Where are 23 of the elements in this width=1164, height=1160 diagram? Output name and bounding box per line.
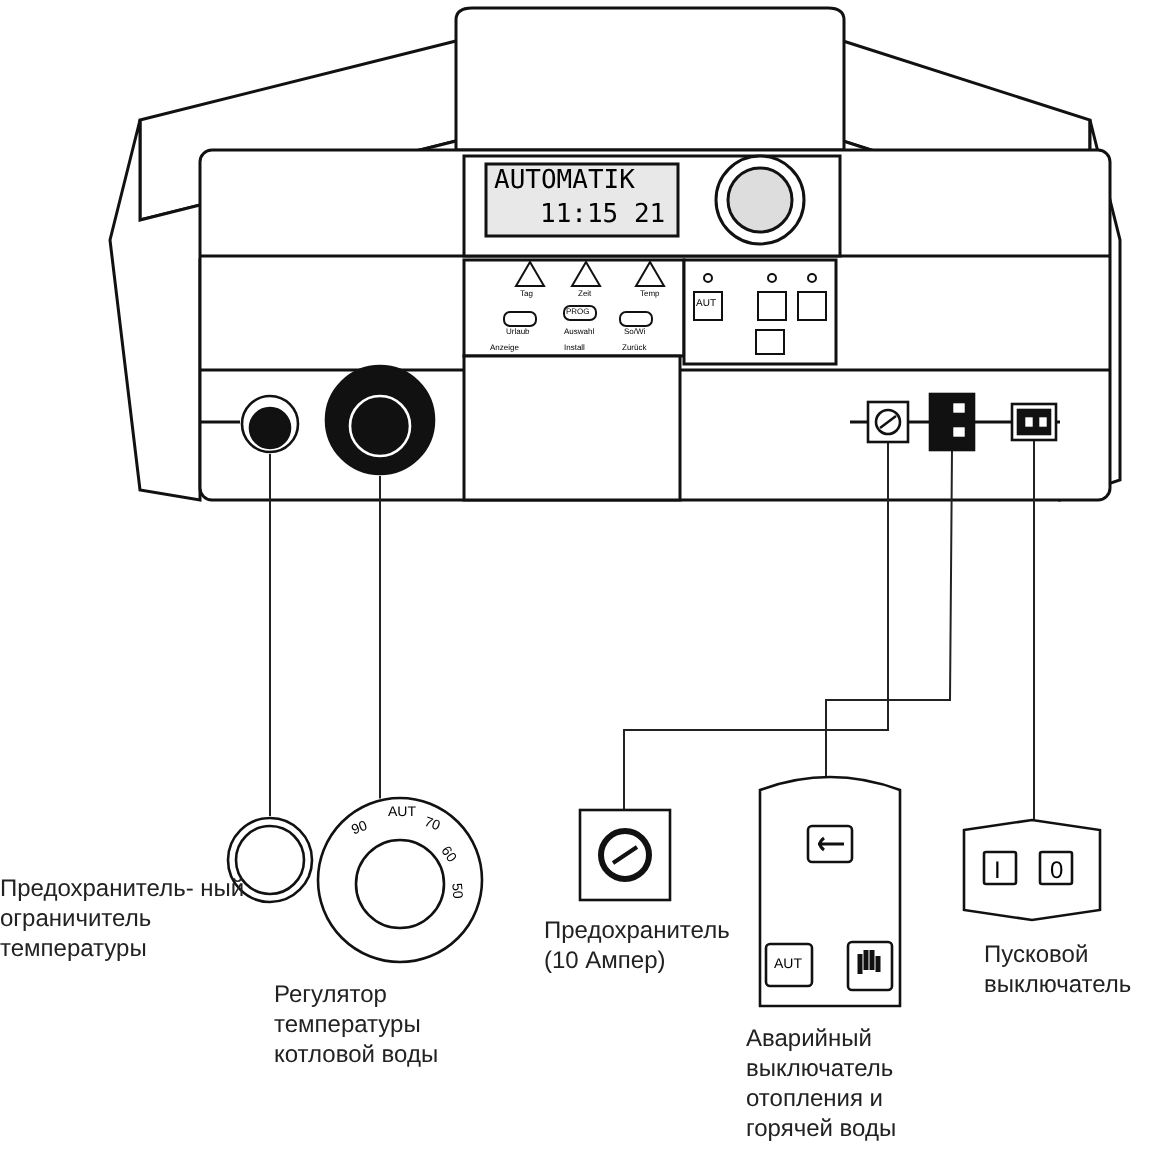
- display-text: AUTOMATIK: [494, 168, 635, 194]
- fuse-knob: [240, 394, 300, 454]
- part-caption: Предохранитель (10 Ампер): [544, 916, 732, 976]
- emergency-switch-panel: [760, 770, 900, 1006]
- leader-line: [269, 453, 271, 817]
- part-caption: Аварийный выключатель отопления и горячей воды: [746, 1024, 899, 1144]
- part-caption: Регулятор температуры котловой воды: [274, 980, 441, 1070]
- leader-line: [1033, 439, 1035, 823]
- part-caption: Предохранитель- ный ограничитель температуры: [0, 874, 247, 964]
- fuse-detail: [580, 810, 670, 900]
- fuse-holder: [868, 402, 908, 442]
- start-switch: [1012, 404, 1056, 440]
- leader-line: [825, 449, 953, 779]
- display-text: 11:15 21: [540, 202, 666, 228]
- part-caption: Пусковой выключатель: [984, 940, 1134, 1000]
- dial-scale: [316, 796, 484, 964]
- temperature-dial: [324, 364, 436, 476]
- key-label: 0: [1050, 858, 1064, 882]
- key-label: I: [994, 858, 1001, 882]
- leader-line: [623, 441, 889, 811]
- emergency-switch: [930, 394, 974, 450]
- start-switch-detail: [964, 820, 1100, 920]
- leader-line: [379, 475, 381, 800]
